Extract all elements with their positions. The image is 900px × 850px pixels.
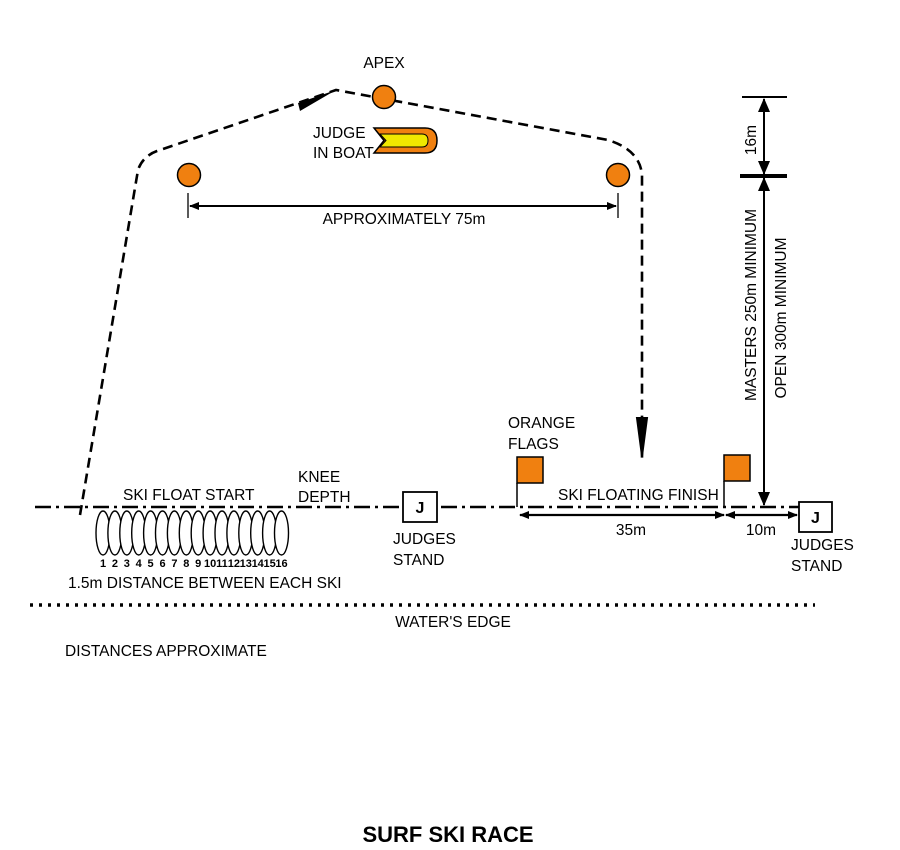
page-title: SURF SKI RACE — [362, 822, 533, 847]
ski-number-label: 9 — [195, 558, 201, 570]
orange-flags-label-1: ORANGE — [508, 415, 575, 432]
approx-75-label: APPROXIMATELY 75m — [323, 211, 486, 228]
ski-number-label: 14 — [252, 558, 265, 570]
dim-16-label: 16m — [743, 125, 760, 155]
judge-symbol-mid: J — [416, 500, 425, 517]
ski-number-label: 4 — [136, 558, 143, 570]
ski-number-label: 15 — [263, 558, 275, 570]
ski-number-label: 11 — [216, 558, 228, 570]
ski-number-label: 3 — [124, 558, 130, 570]
ski-number-label: 6 — [159, 558, 165, 570]
judge-boat-icon — [372, 127, 438, 154]
judge-in-boat-label-2: IN BOAT — [313, 145, 374, 162]
ski-floating-finish-label: SKI FLOATING FINISH — [558, 487, 719, 504]
ski-number-label: 1 — [100, 558, 106, 570]
dim-10-label: 10m — [746, 522, 776, 539]
orange-flags-label-2: FLAGS — [508, 436, 559, 453]
ski-number-label: 16 — [275, 558, 287, 570]
orange-flag-right-icon — [723, 454, 751, 507]
direction-arrow-icon — [298, 90, 336, 111]
judges-stand-mid-label-2: STAND — [393, 552, 444, 569]
dim-35-label: 35m — [616, 522, 646, 539]
knee-depth-label-2: DEPTH — [298, 489, 351, 506]
judges-stand-right-label-2: STAND — [791, 558, 842, 575]
ski-float-start-label: SKI FLOAT START — [123, 487, 255, 504]
ski-number-label: 7 — [171, 558, 177, 570]
judge-symbol-right: J — [811, 510, 820, 527]
judge-in-boat-label-1: JUDGE — [313, 125, 366, 142]
apex-buoy-icon — [371, 84, 397, 110]
ski-number-label: 12 — [228, 558, 240, 570]
masters-min-label: MASTERS 250m MINIMUM — [743, 209, 760, 401]
judges-stand-mid-label-1: JUDGES — [393, 531, 456, 548]
judges-stand-right-label-1: JUDGES — [791, 537, 854, 554]
left-buoy-icon — [176, 162, 202, 188]
waters-edge-label: WATER'S EDGE — [395, 614, 511, 631]
ski-number-label: 8 — [183, 558, 189, 570]
finish-arrow-icon — [635, 417, 649, 457]
skis-group — [95, 510, 290, 556]
ski-number-label: 10 — [204, 558, 216, 570]
knee-depth-label-1: KNEE — [298, 469, 340, 486]
ski-number-label: 5 — [148, 558, 154, 570]
right-buoy-icon — [605, 162, 631, 188]
ski-icon — [273, 510, 290, 556]
ski-number-label: 13 — [240, 558, 252, 570]
open-min-label: OPEN 300m MINIMUM — [773, 237, 790, 398]
judges-stand-right-icon: J — [798, 501, 833, 533]
distance-between-skis-label: 1.5m DISTANCE BETWEEN EACH SKI — [68, 575, 342, 592]
distances-approx-label: DISTANCES APPROXIMATE — [65, 643, 267, 660]
ski-number-label: 2 — [112, 558, 118, 570]
orange-flag-left-icon — [516, 456, 544, 507]
apex-label: APEX — [363, 55, 405, 72]
judges-stand-mid-icon: J — [402, 491, 438, 523]
